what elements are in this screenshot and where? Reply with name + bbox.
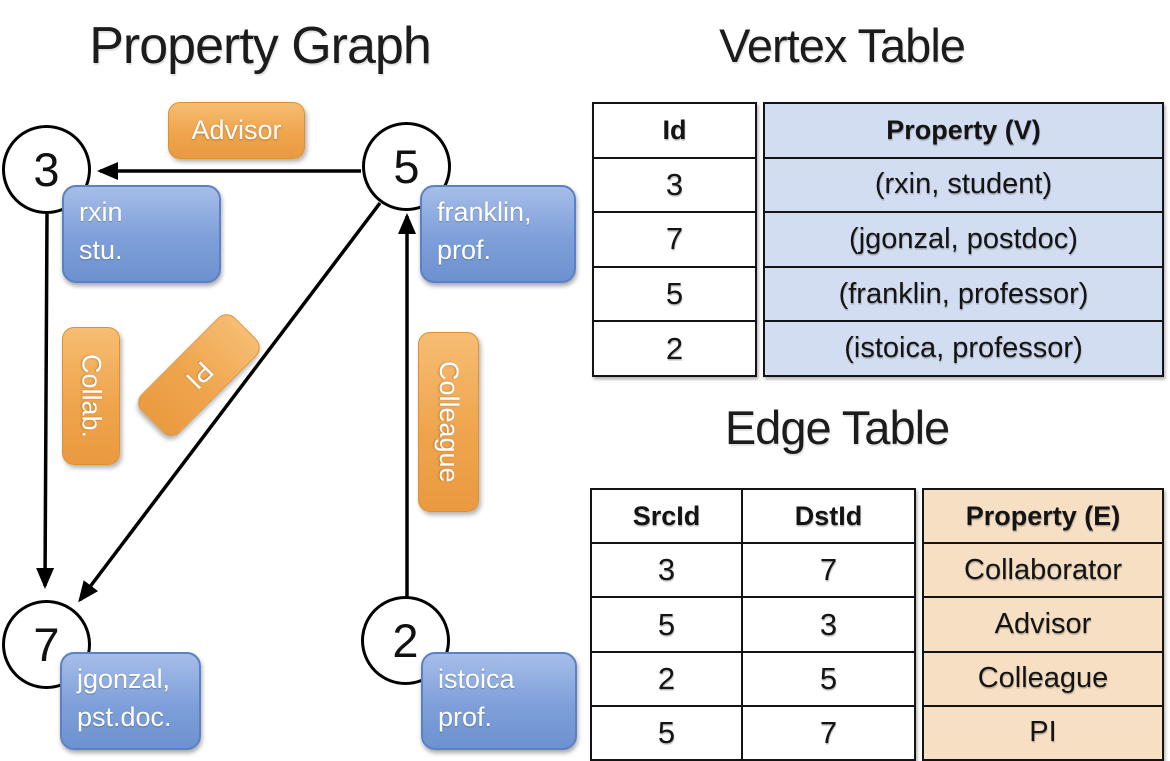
edge-table-property-header-cell: Property (E) (924, 490, 1162, 543)
edge-srcid-value: 2 (657, 660, 676, 696)
table-row: Advisor (924, 596, 1162, 651)
edge-table-id-columns: SrcId DstId 3 7 5 3 2 5 5 7 (590, 488, 916, 761)
edge-table-dstid-header: DstId (794, 500, 863, 531)
vertex-property-cell: (jgonzal, postdoc) (849, 222, 1078, 255)
vertex-table-id-header-cell: Id (594, 104, 755, 157)
edge-property-cell: Collaborator (964, 553, 1122, 586)
table-row: (istoica, professor) (765, 320, 1162, 375)
table-row: 3 (594, 156, 755, 212)
edge-pi-5-to-7 (78, 201, 382, 603)
edge-table-property-column: Property (E) Collaborator Advisor Collea… (922, 488, 1164, 761)
table-row: (jgonzal, postdoc) (765, 211, 1162, 266)
edge-dstid-cell: 7 (741, 544, 914, 597)
vertex-property-7-line2: pst.doc. (77, 702, 172, 732)
edge-dstid-value: 5 (819, 660, 838, 696)
edge-dstid-cell: 7 (741, 706, 914, 760)
edge-srcid-value: 3 (657, 552, 676, 588)
vertex-property-2-line2: prof. (438, 702, 493, 732)
node-5-id: 5 (393, 140, 420, 193)
edge-property-cell: PI (1029, 716, 1057, 749)
edge-dstid-value: 7 (819, 552, 838, 588)
edge-table-srcid-header: SrcId (632, 500, 701, 531)
node-2-id: 2 (392, 614, 419, 667)
edge-table-srcid-header-cell: SrcId (592, 490, 741, 542)
table-row: Collaborator (924, 542, 1162, 597)
edge-dstid-cell: 3 (741, 598, 914, 651)
node-7-id: 7 (33, 618, 60, 671)
edge-srcid-value: 5 (657, 714, 676, 750)
edge-srcid-value: 5 (657, 606, 676, 642)
table-row: PI (924, 704, 1162, 760)
edge-dstid-value: 7 (819, 714, 838, 750)
node-3-id: 3 (33, 143, 60, 196)
vertex-property-box-7: jgonzal, pst.doc. (60, 652, 201, 750)
table-row: 3 7 (592, 542, 914, 597)
table-row: 7 (594, 211, 755, 266)
edge-label-collab: Collab. (62, 327, 120, 465)
edge-property-cell: Colleague (977, 662, 1109, 695)
vertex-property-cell: (istoica, professor) (844, 332, 1083, 365)
vertex-property-cell: (franklin, professor) (838, 277, 1089, 310)
edge-dstid-cell: 5 (741, 652, 914, 705)
vertex-property-5-line1: franklin, (437, 197, 532, 227)
table-row: Colleague (924, 650, 1162, 705)
vertex-property-cell: (rxin, student) (874, 168, 1053, 201)
vertex-table-title: Vertex Table (719, 19, 966, 72)
vertex-property-3-line1: rxin (79, 197, 123, 227)
edge-dstid-value: 3 (819, 606, 838, 642)
edge-srcid-cell: 2 (592, 653, 741, 705)
vertex-table-property-header: Property (V) (886, 114, 1041, 145)
vertex-id-cell: 2 (665, 330, 684, 366)
vertex-table-id-header: Id (662, 114, 687, 145)
graph-node-5: 5 (362, 122, 451, 211)
vertex-property-box-2: istoica prof. (421, 652, 577, 750)
edge-label-colleague-text: Colleague (434, 361, 464, 483)
vertex-table-id-column: Id 3 7 5 2 (592, 102, 757, 377)
vertex-property-5-line2: prof. (437, 235, 492, 265)
edge-srcid-cell: 5 (592, 598, 741, 650)
edge-table-title: Edge Table (724, 401, 950, 454)
table-row: 5 3 (592, 596, 914, 651)
table-row: 5 (594, 265, 755, 321)
edge-label-colleague: Colleague (418, 332, 479, 512)
edge-srcid-cell: 3 (592, 544, 741, 596)
edge-label-advisor: Advisor (168, 102, 305, 159)
vertex-property-box-3: rxin stu. (62, 185, 221, 283)
vertex-table-property-column: Property (V) (rxin, student) (jgonzal, p… (763, 102, 1164, 377)
edge-label-collab-text: Collab. (76, 353, 107, 439)
vertex-id-cell: 5 (665, 276, 684, 312)
vertex-id-cell: 7 (665, 221, 684, 257)
vertex-property-2-line1: istoica (438, 664, 515, 694)
vertex-property-3-line2: stu. (79, 235, 123, 265)
edge-label-advisor-text: Advisor (191, 115, 282, 145)
table-row: (franklin, professor) (765, 265, 1162, 321)
vertex-property-box-5: franklin, prof. (420, 185, 576, 283)
table-row: 5 7 (592, 704, 914, 760)
property-graph-title: Property Graph (89, 17, 432, 75)
edge-label-pi-text: PI (179, 355, 219, 395)
table-row: 2 (594, 320, 755, 375)
edge-table-property-header: Property (E) (965, 500, 1121, 531)
edge-table-header-row: SrcId DstId (592, 490, 914, 543)
vertex-property-7-line1: jgonzal, (77, 664, 171, 694)
graph-node-2: 2 (361, 596, 450, 685)
edge-property-cell: Advisor (994, 608, 1092, 640)
table-row: (rxin, student) (765, 156, 1162, 212)
vertex-table-property-header-cell: Property (V) (765, 104, 1162, 157)
table-row: 2 5 (592, 650, 914, 705)
edge-collab-3-to-7 (36, 213, 55, 589)
edge-srcid-cell: 5 (592, 707, 741, 759)
vertex-id-cell: 3 (665, 166, 684, 202)
edge-table-dstid-header-cell: DstId (741, 490, 914, 543)
graph-edges-layer (36, 162, 416, 603)
